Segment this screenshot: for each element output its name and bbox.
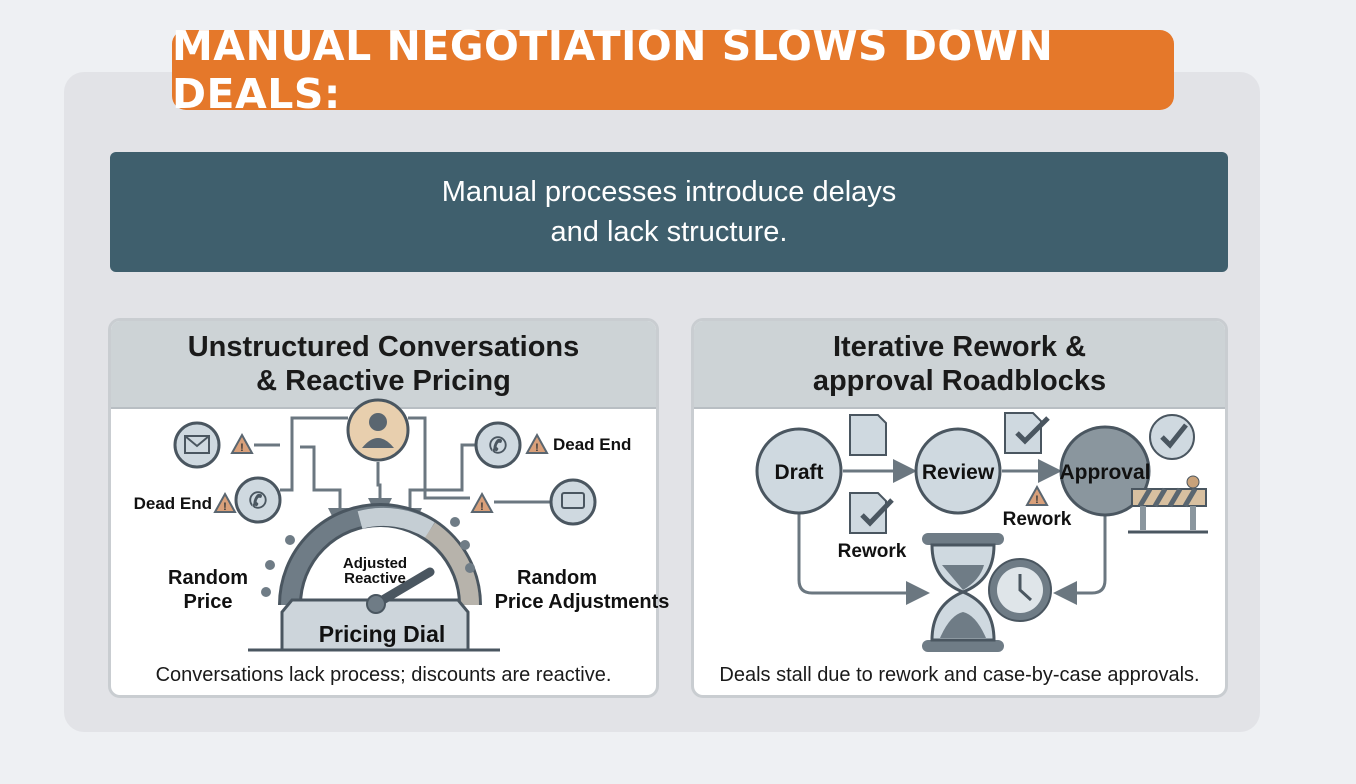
- card-title-line-1: Iterative Rework &: [832, 331, 1087, 363]
- dial-label: Reactive: [344, 570, 406, 587]
- svg-text:✆: ✆: [249, 488, 267, 513]
- card-title-line-2: approval Roadblocks: [812, 365, 1107, 397]
- summary-banner: Manual processes introduce delays and la…: [110, 152, 1228, 272]
- card-caption: Deals stall due to rework and case-by-ca…: [719, 664, 1200, 686]
- warning-icon: [471, 493, 493, 514]
- checkmark-icon: [1149, 414, 1195, 460]
- rework-label: Rework: [1003, 509, 1072, 530]
- flow-arrows: [797, 459, 1107, 605]
- warning-icon: [1026, 486, 1048, 507]
- hourglass-icon: [922, 533, 1004, 652]
- phone-icon: [474, 421, 522, 469]
- warning-icon: [526, 434, 548, 455]
- review-label: Review: [922, 461, 995, 484]
- card-title-line-2: & Reactive Pricing: [256, 365, 511, 397]
- banner-line-2: and lack structure.: [550, 216, 788, 248]
- roadblock-barrier-icon: [1128, 475, 1208, 534]
- warning-icon: [214, 493, 236, 514]
- draft-node: [755, 427, 843, 515]
- review-node: [914, 427, 1002, 515]
- clock-icon: [988, 558, 1052, 622]
- card-header: Unstructured Conversations & Reactive Pr…: [111, 321, 656, 409]
- warning-icon: [231, 434, 253, 455]
- draft-label: Draft: [774, 461, 823, 484]
- card-title-line-1: Unstructured Conversations: [187, 331, 580, 363]
- chat-icon: [549, 478, 597, 526]
- card-header: Iterative Rework & approval Roadblocks: [694, 321, 1225, 409]
- dial-label: Adjusted: [343, 555, 407, 572]
- banner-line-1: Manual processes introduce delays: [441, 176, 897, 208]
- random-price-label: Price: [184, 591, 233, 613]
- random-price-label: Random: [168, 567, 248, 589]
- document-checked-icon: [849, 492, 887, 534]
- dead-end-label: Dead End: [553, 435, 631, 454]
- random-adjustments-label: Random: [517, 567, 597, 589]
- page-title: MANUAL NEGOTIATION SLOWS DOWN DEALS:: [172, 22, 1174, 118]
- svg-text:✆: ✆: [489, 433, 507, 458]
- approval-label: Approval: [1059, 461, 1150, 484]
- dead-end-label: Dead End: [134, 494, 212, 513]
- random-adjustments-label: Price Adjustments: [495, 591, 670, 613]
- phone-icon: [234, 476, 282, 524]
- document-checked-icon: [1004, 412, 1042, 454]
- connector-lines: [254, 416, 551, 532]
- pricing-dial-icon: [248, 503, 500, 652]
- approval-node: [1059, 425, 1151, 517]
- rework-label: Rework: [838, 541, 907, 562]
- document-icon: [849, 414, 887, 456]
- pricing-dial-label: Pricing Dial: [319, 621, 446, 647]
- card-caption: Conversations lack process; discounts ar…: [155, 664, 612, 686]
